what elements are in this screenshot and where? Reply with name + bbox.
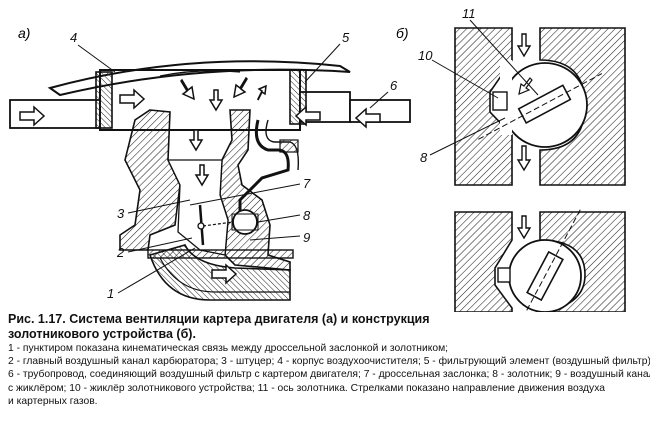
callout-7: 7	[303, 176, 311, 191]
callout-8: 8	[303, 208, 311, 223]
carburetor-flange	[147, 249, 294, 259]
crankcase-vent-pipe	[238, 119, 290, 215]
caption-title-line-1: Рис. 1.17. Система вентиляции картера дв…	[8, 312, 430, 326]
caption-line: 2 - главный воздушный канал карбюратора;…	[8, 356, 650, 368]
callout-4: 4	[70, 30, 77, 45]
caption-line: и картерных газов.	[8, 395, 98, 407]
callout-leaders-b	[429, 19, 539, 156]
filter-element	[95, 69, 307, 129]
spool-unit-open	[454, 27, 626, 186]
callout-9: 9	[303, 230, 310, 245]
callout-1: 1	[107, 286, 114, 301]
air-cleaner-housing	[9, 60, 411, 131]
callout-2: 2	[116, 245, 125, 260]
panel-b-label: б)	[396, 25, 409, 41]
caption-line: с жиклёром; 10 - жиклёр золотникового ус…	[8, 382, 605, 394]
caption-line: 1 - пунктиром показана кинематическая св…	[8, 343, 449, 354]
airflow-arrows	[19, 76, 381, 285]
callout-11: 11	[462, 6, 476, 21]
callout-6: 6	[390, 78, 398, 93]
diagram-figure: а)	[9, 6, 626, 312]
callout-leaders-a	[77, 43, 389, 294]
callout-3: 3	[117, 206, 125, 221]
spool-unit-closed	[454, 209, 626, 312]
kinematic-link	[202, 221, 234, 227]
figure-caption: Рис. 1.17. Система вентиляции картера дв…	[8, 312, 650, 408]
caption-title-line-2: золотникового устройства (б).	[8, 327, 196, 341]
callout-8-b: 8	[420, 150, 428, 165]
callout-5: 5	[342, 30, 350, 45]
panel-a-label: а)	[18, 25, 30, 41]
callout-10: 10	[418, 48, 433, 63]
caption-line: 6 - трубопровод, соединяющий воздушный ф…	[8, 369, 650, 381]
